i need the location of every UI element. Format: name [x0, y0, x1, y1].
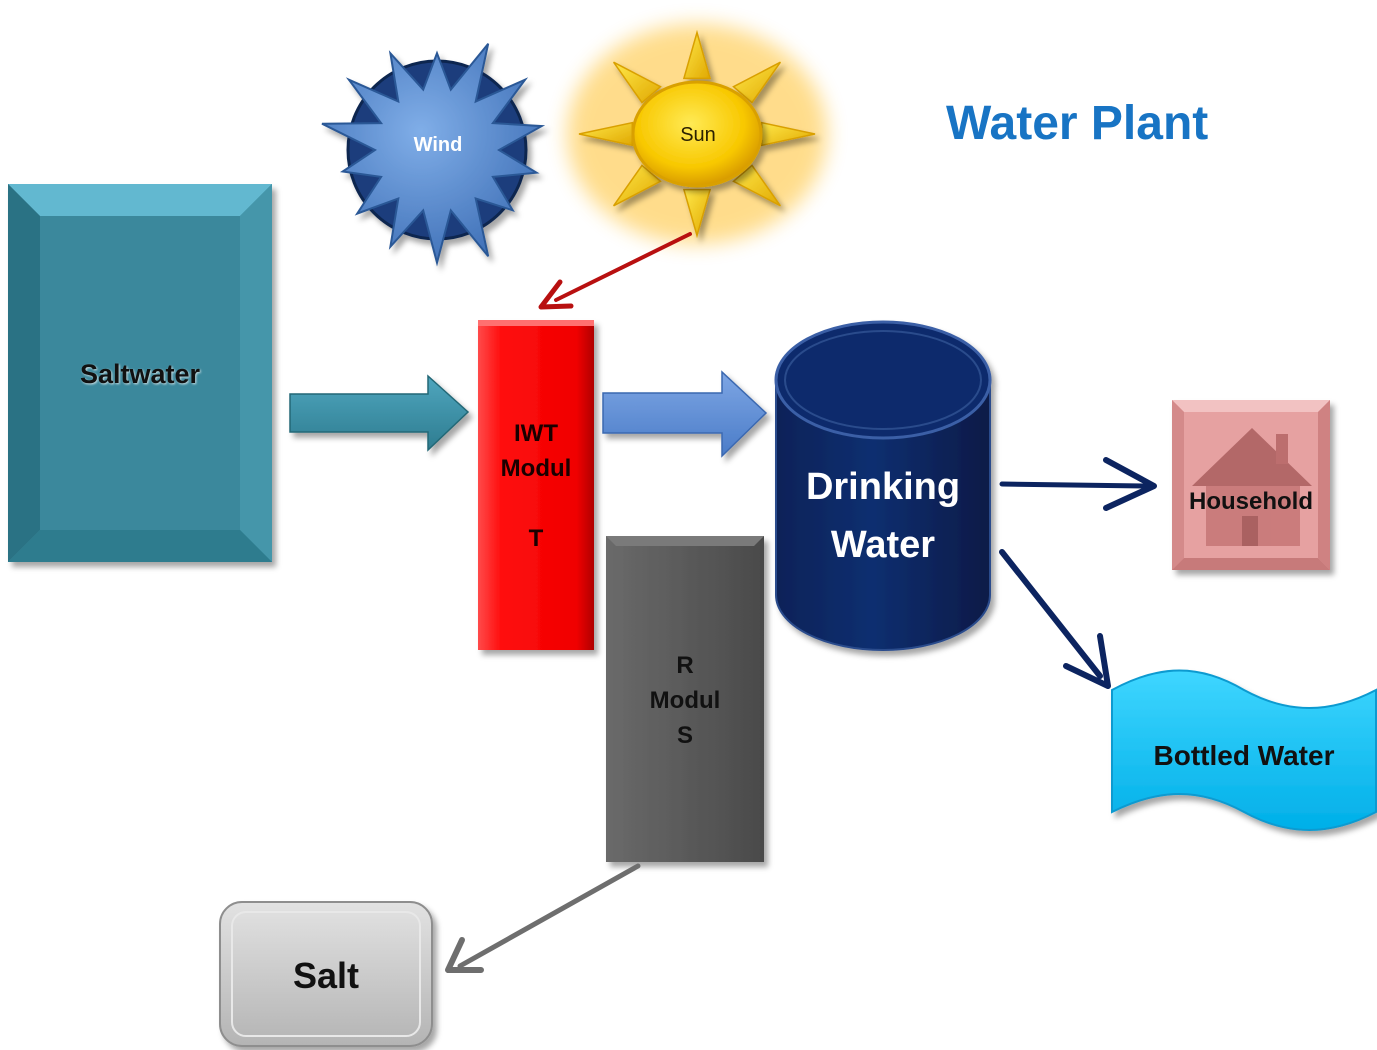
bottled-water-shape — [1111, 669, 1377, 831]
sun-ray — [732, 164, 782, 207]
sun-ray — [682, 29, 712, 80]
salt-label: Salt — [292, 954, 360, 996]
arrow-sun-to-iwt — [538, 232, 692, 310]
house-icon — [1192, 428, 1312, 546]
sun-ray — [612, 61, 662, 104]
arrow-iwt-to-drinking-water — [602, 370, 768, 458]
sun-ray — [682, 188, 712, 239]
saltwater-box — [8, 184, 272, 562]
wind-icon — [321, 43, 546, 267]
ro-module — [606, 536, 764, 862]
saltwater-label: Saltwater — [79, 359, 201, 390]
arrow-saltwater-to-iwt — [289, 374, 470, 452]
sun-ray — [732, 61, 782, 104]
bottled-water-label: Bottled Water — [1153, 739, 1335, 771]
drinking-water-label: Drinking Water — [805, 466, 961, 566]
arrow-drinking-water-to-household — [999, 457, 1157, 511]
wind-label: Wind — [413, 134, 463, 156]
diagram-title: Water Plant — [946, 97, 1209, 150]
salt-box — [219, 901, 433, 1047]
iwt-module — [478, 320, 594, 650]
arrow-ro-to-salt — [445, 863, 641, 973]
sun-label: Sun — [680, 124, 716, 146]
arrow-drinking-water-to-bottled-water — [999, 549, 1111, 689]
ro-module-label: R Modul S — [649, 652, 721, 749]
drinking-water-tank — [774, 320, 992, 651]
sun-ray — [612, 164, 662, 207]
iwt-module-label: IWT Modul T — [500, 420, 572, 552]
sun-icon — [567, 24, 827, 244]
household-label: Household — [1189, 488, 1313, 516]
